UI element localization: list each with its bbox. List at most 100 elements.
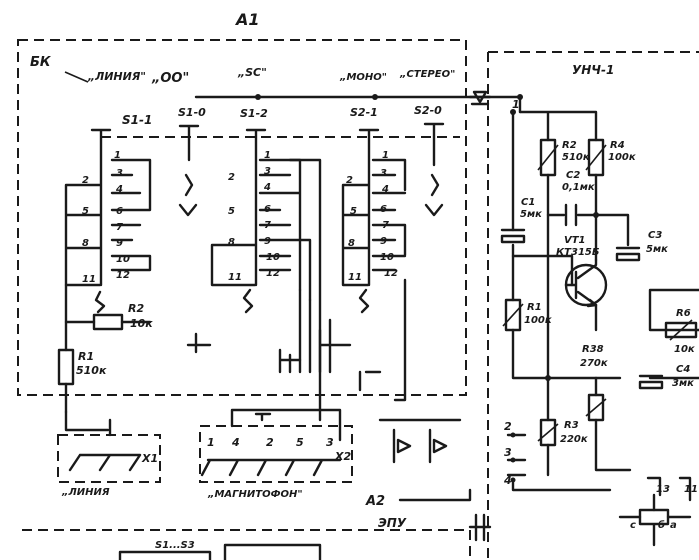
s1-2-pin-7: 7 bbox=[264, 220, 271, 231]
switch-s1-2-label: S1-2 bbox=[240, 107, 268, 120]
resistor-r4 bbox=[585, 138, 607, 177]
mode-sc-label: „SC" bbox=[237, 66, 267, 79]
s1-2-pin-1: 1 bbox=[264, 150, 271, 161]
r38-ref: R38 bbox=[582, 344, 604, 355]
shield-wire-group bbox=[186, 158, 407, 422]
s1-1-pin-1: 1 bbox=[114, 150, 121, 161]
s1-1-pin-10: 10 bbox=[116, 254, 130, 265]
connector-x2 bbox=[199, 408, 353, 483]
r1-left-value: 510к bbox=[76, 364, 107, 377]
block-a1-label: A1 bbox=[234, 10, 260, 29]
r2-ref: R2 bbox=[562, 140, 577, 151]
r1-value: 100к bbox=[524, 315, 552, 326]
s2-1-pin-1: 1 bbox=[382, 150, 389, 161]
pot-letter-b: б bbox=[658, 519, 665, 531]
capacitor-c1 bbox=[500, 228, 526, 244]
switch-s1-0 bbox=[178, 124, 200, 217]
switch-s2-0 bbox=[423, 122, 445, 217]
r1-left-ref: R1 bbox=[78, 350, 94, 363]
s1-2-pin-12: 12 bbox=[266, 268, 280, 279]
s2-1-pin-3: 3 bbox=[380, 168, 387, 179]
x1-ref: X1 bbox=[141, 452, 158, 465]
c4-ref: C4 bbox=[676, 364, 690, 375]
r3-value: 220к bbox=[560, 434, 588, 445]
unch-pin-4: 4 bbox=[503, 474, 512, 487]
r6-value: 10к bbox=[674, 344, 695, 355]
switch-s2-0-label: S2-0 bbox=[414, 104, 442, 117]
r2-left-value: 10к bbox=[130, 317, 153, 330]
s1-2-pin-10: 10 bbox=[266, 252, 280, 263]
x2-pin-2: 2 bbox=[266, 436, 274, 449]
s1-1-pin-12: 12 bbox=[116, 270, 130, 281]
unch-pin-11: 11 bbox=[684, 484, 698, 495]
x2-ref: X2 bbox=[334, 450, 351, 463]
c1-ref: C1 bbox=[521, 197, 535, 208]
s2-1-pin-2: 2 bbox=[346, 175, 353, 186]
s1-1-pin-4: 4 bbox=[115, 184, 123, 195]
block-unch-label: УНЧ-1 bbox=[572, 63, 614, 77]
s1-1-pin-6: 6 bbox=[116, 206, 123, 217]
s1-1-pin-5: 5 bbox=[82, 206, 89, 217]
mode-mono-label: „МОНО" bbox=[339, 72, 387, 83]
switch-s1-0-label: S1-0 bbox=[178, 106, 206, 119]
c2-ref: C2 bbox=[566, 170, 580, 181]
x2-pin-5: 5 bbox=[296, 436, 304, 449]
capacitor-c4 bbox=[638, 374, 664, 390]
c3-value: 5мк bbox=[646, 244, 668, 255]
s1-1-pin-3: 3 bbox=[116, 168, 123, 179]
x2-pin-1: 1 bbox=[207, 436, 215, 449]
s1-1-pin-11: 11 bbox=[82, 274, 96, 285]
switch-s2-1 bbox=[341, 128, 407, 314]
s2-1-pin-5: 5 bbox=[350, 206, 357, 217]
transistor-vt1 bbox=[564, 258, 608, 308]
block-epu-label: ЭПУ bbox=[378, 516, 407, 530]
s1-2-pin-3: 3 bbox=[264, 166, 271, 177]
c2-value: 0,1мк bbox=[562, 182, 595, 193]
s2-1-pin-6: 6 bbox=[380, 204, 387, 215]
mode-stereo-label: „СТЕРЕО" bbox=[399, 69, 455, 80]
capacitor-c3 bbox=[615, 246, 641, 262]
s2-1-pin-9: 9 bbox=[380, 236, 387, 247]
s1-1-pin-2: 2 bbox=[82, 175, 89, 186]
r38-value: 270к bbox=[580, 358, 608, 369]
s2-1-pin-11: 11 bbox=[348, 272, 362, 283]
s2-1-pin-12: 12 bbox=[384, 268, 398, 279]
resistor-r2-left bbox=[64, 313, 152, 331]
block-unch-border bbox=[487, 51, 699, 560]
s1-1-pin-7: 7 bbox=[116, 222, 123, 233]
unch-pin-1: 1 bbox=[512, 98, 520, 111]
a2-region bbox=[118, 513, 492, 560]
top-bus-wire bbox=[194, 94, 523, 114]
c3-ref: C3 bbox=[648, 230, 662, 241]
switch-s1-2 bbox=[210, 128, 312, 314]
unch-pin-13: 13 bbox=[656, 484, 670, 495]
x2-label: „МАГНИТОФОН" bbox=[207, 489, 303, 500]
s1-s3-label: S1...S3 bbox=[155, 540, 195, 551]
s2-1-pin-10: 10 bbox=[380, 252, 394, 263]
c1-value: 5мк bbox=[520, 209, 542, 220]
block-bk-label: БК bbox=[30, 55, 52, 70]
resistor-r38 bbox=[585, 393, 607, 422]
s1-1-pin-8: 8 bbox=[82, 238, 89, 249]
r4-value: 100к bbox=[608, 152, 636, 163]
arrow-connector bbox=[468, 90, 492, 106]
r2-value: 510к bbox=[562, 152, 590, 163]
s1-2-pin-2: 2 bbox=[228, 172, 235, 183]
unch-pin-3: 3 bbox=[504, 446, 512, 459]
s1-2-pin-5: 5 bbox=[228, 206, 235, 217]
shield-markers-a2 bbox=[378, 418, 472, 502]
r3-ref: R3 bbox=[564, 420, 579, 431]
x1-label: „ЛИНИЯ bbox=[61, 487, 110, 498]
s1-2-pin-6: 6 bbox=[264, 204, 271, 215]
c4-value: 3мк bbox=[672, 378, 694, 389]
capacitor-c2 bbox=[564, 203, 578, 227]
vt1-ref: VT1 bbox=[564, 235, 586, 246]
resistor-r1-left bbox=[57, 283, 75, 414]
resistor-r2 bbox=[537, 138, 559, 177]
mode-oo-label: „ОО" bbox=[151, 71, 189, 86]
s2-1-pin-4: 4 bbox=[381, 184, 389, 195]
x2-pin-3: 3 bbox=[326, 436, 334, 449]
pot-letter-a: а bbox=[670, 520, 677, 531]
switch-s1-1-label: S1-1 bbox=[122, 113, 152, 127]
s1-2-pin-4: 4 bbox=[263, 182, 271, 193]
